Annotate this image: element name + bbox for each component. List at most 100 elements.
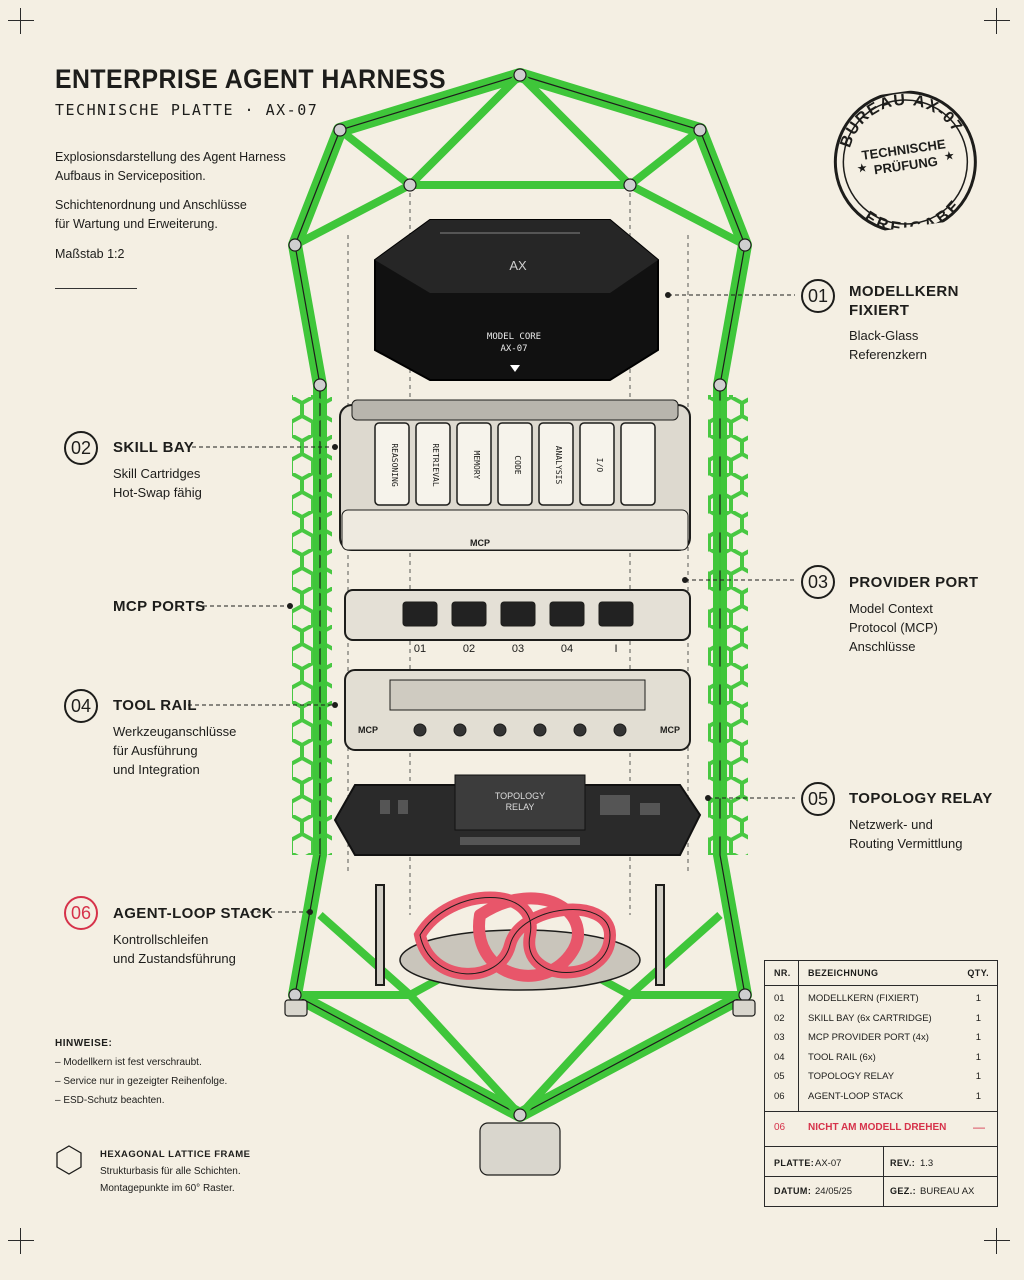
legend-line: Strukturbasis für alle Schichten.	[100, 1166, 241, 1177]
table-cell-name: MCP PROVIDER PORT (4x)	[808, 1032, 929, 1043]
cartridge-label: ANALYSIS	[554, 446, 563, 485]
core-label: AX-07	[500, 344, 527, 354]
cartridge-label: REASONING	[390, 443, 399, 487]
intro-text: Schichtenordnung und Anschlüsse für Wart…	[55, 196, 295, 234]
callout-title-line: FIXIERT	[849, 302, 910, 319]
tool-socket	[453, 723, 467, 737]
callout-desc-line: Netzwerk- und	[849, 817, 933, 832]
star-icon: ★	[943, 148, 956, 163]
intro-line: Schichtenordnung und Anschlüsse	[55, 198, 247, 212]
crop-mark-top-right	[984, 8, 1010, 34]
callout-desc-line: Hot-Swap fähig	[113, 485, 202, 500]
warning-text: NICHT AM MODELL DREHEN	[808, 1122, 947, 1133]
callout-number-05: 05	[801, 782, 835, 816]
intro-line: Aufbaus in Serviceposition.	[55, 169, 206, 183]
callout-desc-line: Black-Glass	[849, 328, 919, 343]
callout-desc-04: Werkzeuganschlüsse für Ausführung und In…	[113, 722, 236, 779]
callout-desc-line: und Integration	[113, 762, 200, 777]
skill-cartridge	[579, 422, 615, 506]
mcp-ports-label: MCP PORTS	[113, 598, 206, 615]
callout-number-01: 01	[801, 279, 835, 313]
tool-socket	[493, 723, 507, 737]
plate-label: PLATTE:	[774, 1158, 815, 1168]
intro-text: Explosionsdarstellung des Agent Harness …	[55, 148, 295, 186]
skillbay-label: MCP	[470, 538, 490, 548]
skill-cartridge	[538, 422, 574, 506]
table-cell-name: TOPOLOGY RELAY	[808, 1071, 895, 1082]
hexagon-icon	[56, 1145, 82, 1175]
callout-desc-01: Black-Glass Referenzkern	[849, 326, 927, 364]
callout-desc-line: Kontrollschleifen	[113, 932, 209, 947]
note-item: – Service nur in gezeigter Reihenfolge.	[55, 1076, 228, 1087]
note-item: – Modellkern ist fest verschraubt.	[55, 1057, 202, 1068]
skill-cartridge	[415, 422, 451, 506]
callout-title-04: TOOL RAIL	[113, 697, 197, 714]
skill-cartridge	[620, 422, 656, 506]
table-header-name: BEZEICHNUNG	[808, 968, 879, 978]
table-cell-nr: 02	[774, 1012, 785, 1024]
tool-rail: MCP MCP	[344, 669, 691, 751]
intro-line: für Wartung und Erweiterung.	[55, 217, 218, 231]
rev-label: REV.:	[890, 1158, 916, 1168]
table-cell-qty: 1	[975, 1051, 981, 1063]
callout-number-03: 03	[801, 565, 835, 599]
page-title: ENTERPRISE AGENT HARNESS	[55, 64, 447, 94]
tool-socket	[533, 723, 547, 737]
callout-title-01: MODELLKERN FIXIERT	[849, 282, 959, 320]
table-cell-nr: 06	[774, 1090, 785, 1102]
table-header-nr: NR.	[774, 968, 791, 978]
callout-title-05: TOPOLOGY RELAY	[849, 790, 993, 807]
intro-line: Explosionsdarstellung des Agent Harness	[55, 150, 286, 164]
callout-desc-03: Model Context Protocol (MCP) Anschlüsse	[849, 599, 938, 656]
table-cell-qty: 1	[975, 993, 981, 1004]
mcp-port	[500, 601, 536, 627]
callout-desc-06: Kontrollschleifen und Zustandsführung	[113, 930, 236, 968]
table-cell-name: TOOL RAIL (6x)	[808, 1051, 876, 1063]
table-cell-qty: 1	[975, 1071, 981, 1082]
callout-title-line: MODELLKERN	[849, 283, 959, 300]
callout-desc-line: und Zustandsführung	[113, 951, 236, 966]
table-header-qty: QTY.	[967, 968, 989, 978]
legend-line: Montagepunkte im 60° Raster.	[100, 1183, 235, 1194]
core-label: MODEL CORE	[487, 332, 541, 342]
callout-desc-line: Anschlüsse	[849, 639, 916, 654]
crop-mark-top-left	[8, 8, 34, 34]
rev-value: 1.3	[920, 1158, 934, 1169]
callout-desc-05: Netzwerk- und Routing Vermittlung	[849, 815, 962, 853]
date-label: DATUM:	[774, 1186, 812, 1196]
tool-socket	[613, 723, 627, 737]
port-number-label: 02	[463, 643, 475, 655]
skill-cartridge	[374, 422, 410, 506]
drawn-label: GEZ.:	[890, 1186, 916, 1196]
table-cell-name: MODELLKERN (FIXIERT)	[808, 993, 919, 1004]
table-cell-qty: 1	[975, 1090, 981, 1102]
table-cell-qty: 1	[975, 1012, 981, 1024]
callout-desc-line: Werkzeuganschlüsse	[113, 724, 237, 739]
callout-desc-line: Protocol (MCP)	[849, 620, 938, 635]
tool-rail-left-label: MCP	[358, 725, 378, 735]
callout-desc-line: Referenzkern	[849, 347, 928, 362]
cartridge-label: I/O	[595, 458, 604, 473]
table-cell-name: AGENT-LOOP STACK	[808, 1090, 904, 1102]
table-cell-name: SKILL BAY (6x CARTRIDGE)	[808, 1012, 932, 1024]
port-number-label: 04	[561, 643, 573, 655]
tool-rail-right-label: MCP	[660, 725, 680, 735]
port-number-label: I	[614, 643, 617, 655]
legend-title: HEXAGONAL LATTICE FRAME	[100, 1149, 251, 1160]
star-icon: ★	[856, 160, 869, 175]
drawn-value: BUREAU AX	[920, 1186, 975, 1197]
table-cell-qty: 1	[975, 1032, 981, 1043]
notes-heading: HINWEISE:	[55, 1038, 113, 1049]
topology-relay-board: TOPOLOGY RELAY	[333, 774, 702, 856]
port-number-label: 03	[512, 643, 524, 655]
callout-desc-line: für Ausführung	[113, 743, 198, 758]
callout-number-04: 04	[64, 689, 98, 723]
table-cell-nr: 04	[774, 1051, 785, 1063]
page-subtitle: TECHNISCHE PLATTE · AX-07	[55, 101, 319, 119]
warning-mark: —	[973, 1120, 985, 1134]
crop-mark-bottom-left	[8, 1228, 34, 1254]
